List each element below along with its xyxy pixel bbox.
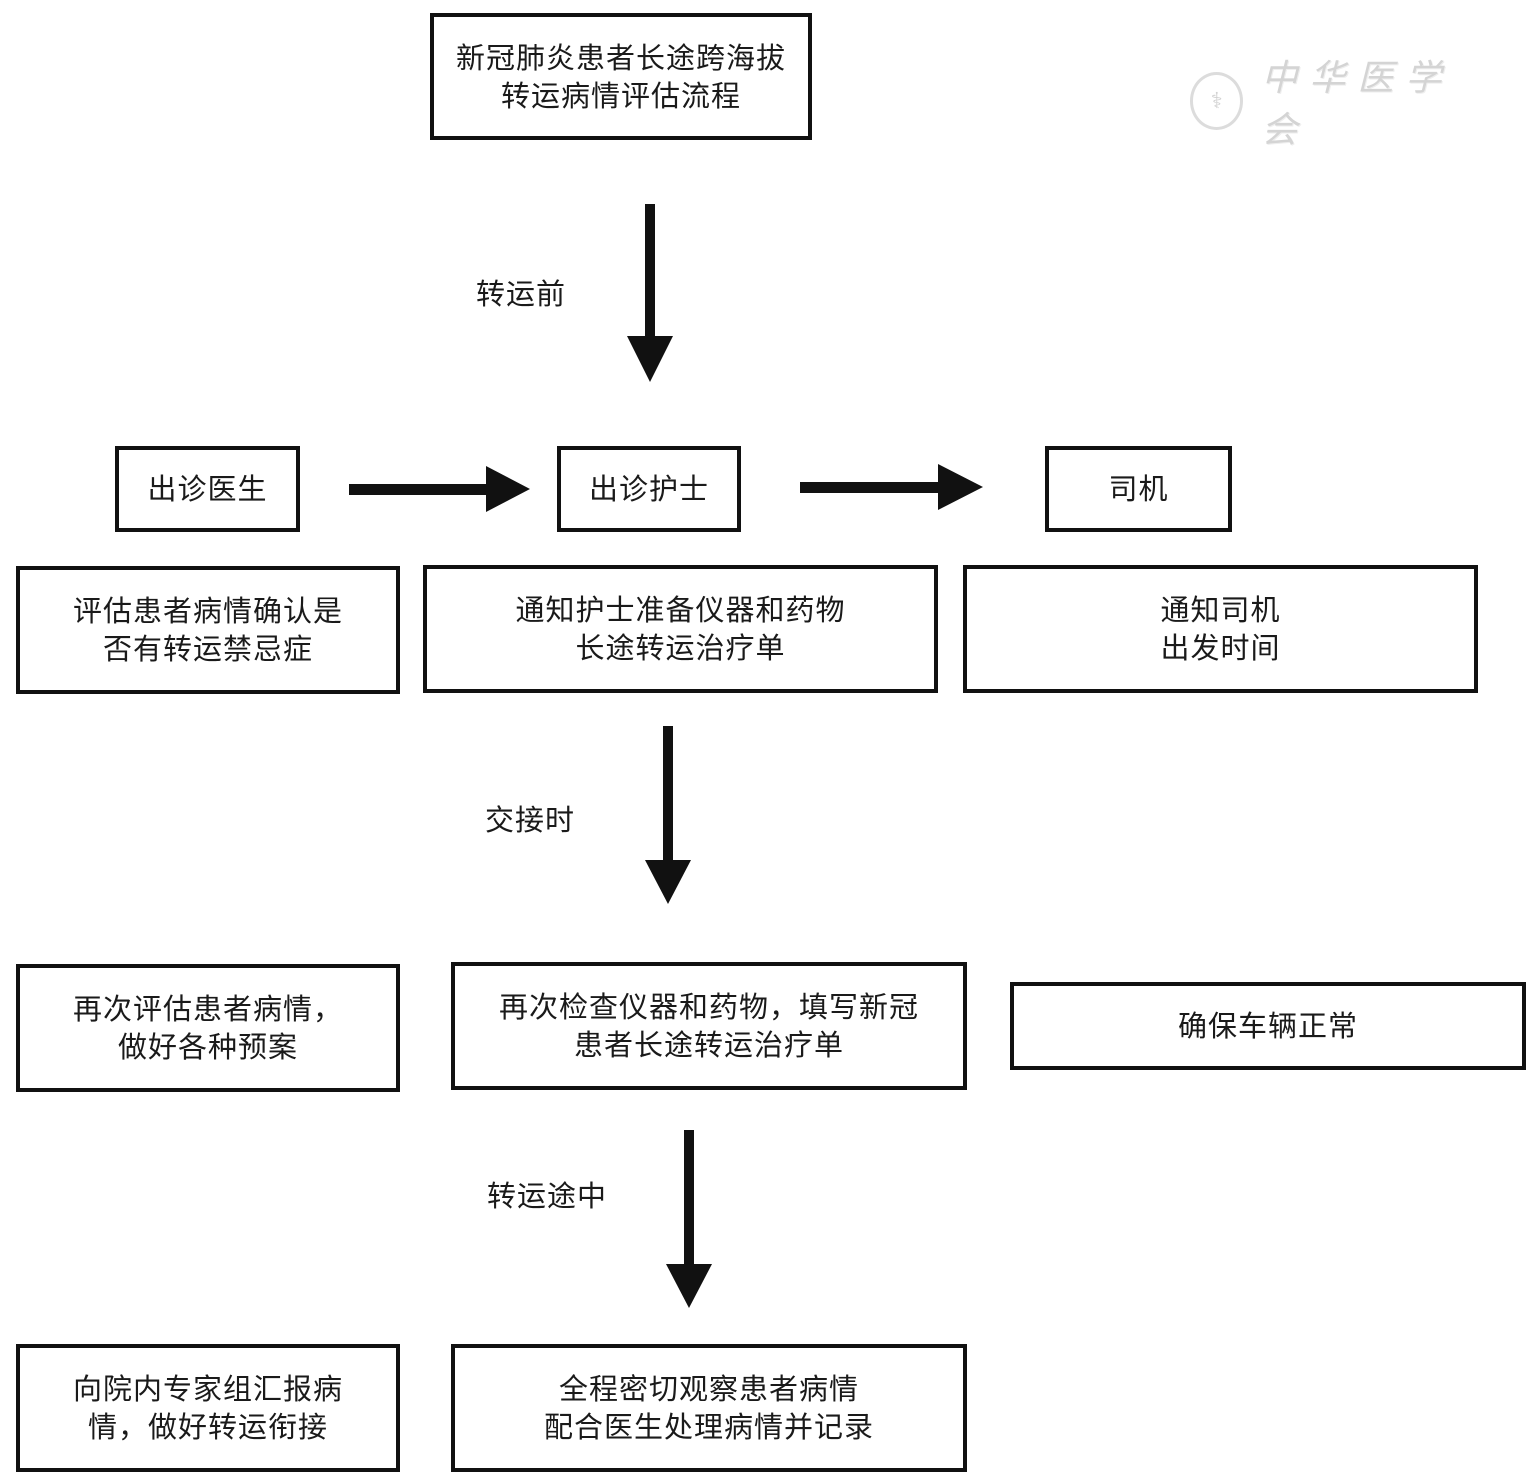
handover-task-doctor: 再次评估患者病情， 做好各种预案 bbox=[16, 964, 400, 1092]
before-task-nurse: 通知护士准备仪器和药物 长途转运治疗单 bbox=[423, 565, 938, 693]
role-box-driver: 司机 bbox=[1045, 446, 1232, 532]
enroute-task-doctor: 向院内专家组汇报病 情，做好转运衔接 bbox=[16, 1344, 400, 1472]
before-task-doctor-text: 评估患者病情确认是 否有转运禁忌症 bbox=[72, 594, 343, 666]
handover-task-doctor-text: 再次评估患者病情， 做好各种预案 bbox=[72, 992, 343, 1064]
role-driver-label: 司机 bbox=[1108, 472, 1169, 506]
role-box-doctor: 出诊医生 bbox=[115, 446, 300, 532]
before-task-doctor: 评估患者病情确认是 否有转运禁忌症 bbox=[16, 566, 400, 694]
enroute-task-nurse: 全程密切观察患者病情 配合医生处理病情并记录 bbox=[451, 1344, 967, 1472]
role-doctor-label: 出诊医生 bbox=[147, 472, 268, 506]
handover-task-nurse-text: 再次检查仪器和药物，填写新冠 患者长途转运治疗单 bbox=[498, 990, 919, 1062]
before-task-driver: 通知司机 出发时间 bbox=[963, 565, 1478, 693]
handover-task-nurse: 再次检查仪器和药物，填写新冠 患者长途转运治疗单 bbox=[451, 962, 967, 1090]
before-task-nurse-text: 通知护士准备仪器和药物 长途转运治疗单 bbox=[515, 593, 846, 665]
stage-label-enroute: 转运途中 bbox=[487, 1179, 608, 1213]
before-task-driver-text: 通知司机 出发时间 bbox=[1160, 593, 1281, 665]
handover-task-driver: 确保车辆正常 bbox=[1010, 982, 1526, 1070]
handover-task-driver-text: 确保车辆正常 bbox=[1177, 1009, 1358, 1043]
stage-label-handover: 交接时 bbox=[485, 803, 576, 837]
arrow-down-before bbox=[627, 204, 673, 382]
watermark-text: 中华医学会 bbox=[1261, 58, 1454, 151]
stage-label-before: 转运前 bbox=[476, 277, 567, 311]
arrow-right-doctor-to-nurse bbox=[349, 466, 530, 512]
role-box-nurse: 出诊护士 bbox=[557, 446, 741, 532]
arrow-down-handover bbox=[645, 726, 691, 904]
role-nurse-label: 出诊护士 bbox=[588, 472, 709, 506]
enroute-task-doctor-text: 向院内专家组汇报病 情，做好转运衔接 bbox=[72, 1372, 343, 1444]
enroute-task-nurse-text: 全程密切观察患者病情 配合医生处理病情并记录 bbox=[543, 1372, 874, 1444]
flowchart-title: 新冠肺炎患者长途跨海拔 转运病情评估流程 bbox=[455, 40, 786, 113]
chinese-medical-association-seal-icon: ⚕ bbox=[1190, 72, 1244, 130]
arrow-down-enroute bbox=[666, 1130, 712, 1308]
flowchart-title-box: 新冠肺炎患者长途跨海拔 转运病情评估流程 bbox=[430, 13, 812, 140]
arrow-right-nurse-to-driver bbox=[800, 464, 983, 510]
watermark: ⚕ 中华医学会 bbox=[1190, 58, 1480, 151]
